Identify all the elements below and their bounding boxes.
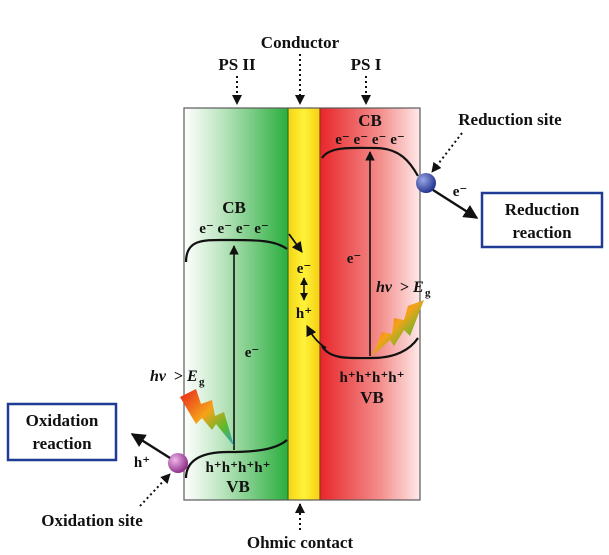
oxidation-box-line2: reaction xyxy=(32,434,92,453)
ps1-vb-label: VB xyxy=(360,388,384,407)
oxidation-box-line1: Oxidation xyxy=(26,411,99,430)
oxidation-site-pointer xyxy=(139,473,171,507)
ohmic-contact-label: Ohmic contact xyxy=(247,533,354,552)
oxidation-hole-arrow xyxy=(130,432,171,460)
ps1-light-E: E xyxy=(412,279,424,296)
ps2-light-sub: g xyxy=(199,376,205,388)
reduction-reaction-box xyxy=(480,191,604,249)
ps2-light-gt: > xyxy=(174,368,183,385)
ps2-cb-curve xyxy=(184,238,288,263)
oxidation-site-sphere xyxy=(168,453,188,473)
ps2-vb-holes: h⁺h⁺h⁺h⁺ xyxy=(205,460,270,476)
ps1-vb-curve xyxy=(321,337,419,360)
ps1-light-gt: > xyxy=(400,279,409,296)
ps1-light-hv: hν xyxy=(376,279,393,296)
ps1-cb-electrons: e⁻ e⁻ e⁻ e⁻ xyxy=(335,132,405,148)
ps2-transfer-electron: e⁻ xyxy=(245,345,260,361)
reduction-box-line2: reaction xyxy=(512,223,572,242)
ps2-label: PS II xyxy=(218,55,256,74)
ps2-cb-electrons: e⁻ e⁻ e⁻ e⁻ xyxy=(199,221,269,237)
ps1-light-bolt-icon xyxy=(372,300,424,356)
ps1-to-conductor-arrow xyxy=(306,325,327,349)
oxidation-hole: h⁺ xyxy=(134,455,150,471)
conductor-electron: e⁻ xyxy=(297,261,312,277)
oxidation-reaction-box xyxy=(6,402,118,462)
reduction-electron: e⁻ xyxy=(453,184,468,200)
ps1-transfer-electron: e⁻ xyxy=(347,251,362,267)
ps2-light-bolt-icon xyxy=(180,389,234,446)
reduction-site-label: Reduction site xyxy=(458,110,562,129)
ps2-light-E: E xyxy=(186,368,198,385)
conductor-title: Conductor xyxy=(261,33,340,52)
ps1-light-sub: g xyxy=(425,287,431,299)
ps1-cb-curve xyxy=(321,146,419,177)
reduction-site-pointer xyxy=(431,132,463,173)
ps2-vb-curve xyxy=(184,439,288,479)
reduction-box-line1: Reduction xyxy=(505,200,580,219)
conductor-hole: h⁺ xyxy=(296,306,312,322)
ps2-cb-label: CB xyxy=(222,198,246,217)
oxidation-site-label: Oxidation site xyxy=(41,511,143,530)
ps2-vb-label: VB xyxy=(226,477,250,496)
ps1-vb-holes: h⁺h⁺h⁺h⁺ xyxy=(339,370,404,386)
reduction-site-sphere xyxy=(416,173,436,193)
reduction-electron-arrow xyxy=(432,188,479,220)
ps2-light-hv: hν xyxy=(150,368,167,385)
conductor-panel xyxy=(288,108,320,500)
ps2-panel xyxy=(184,108,288,500)
ps1-label: PS I xyxy=(351,55,382,74)
ps2-to-conductor-arrow xyxy=(288,233,303,253)
ps1-cb-label: CB xyxy=(358,111,382,130)
